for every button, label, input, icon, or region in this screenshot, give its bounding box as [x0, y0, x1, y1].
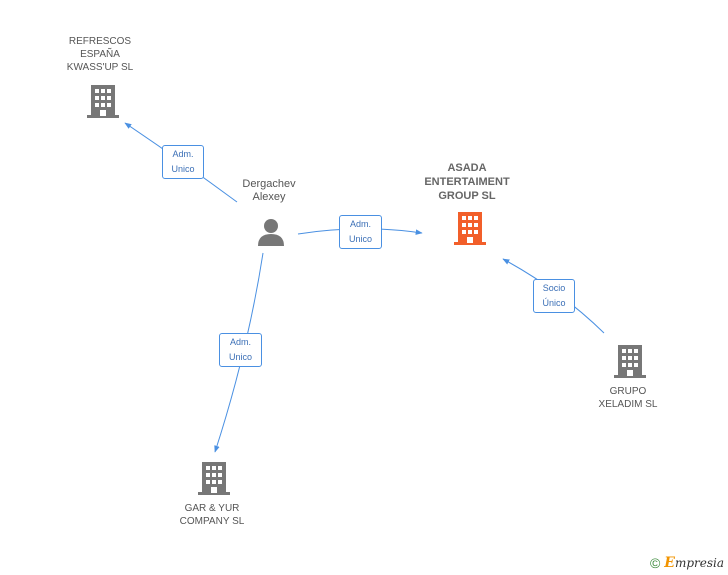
edge-label-socio-unico[interactable]: Socio Único	[533, 279, 575, 313]
edge-label-adm-unico[interactable]: Adm. Unico	[219, 333, 262, 367]
brand-logo[interactable]: Empresia	[664, 555, 724, 571]
building-icon[interactable]	[87, 83, 119, 119]
edge-label-adm-unico[interactable]: Adm. Unico	[162, 145, 204, 179]
node-asada-label: ASADA ENTERTAIMENT GROUP SL	[424, 162, 510, 202]
node-grupo-label: GRUPO XELADIM SL	[598, 386, 658, 410]
copyright-icon: ©	[649, 555, 661, 571]
person-icon[interactable]	[256, 217, 286, 247]
footer-brand: © Empresia	[650, 555, 724, 571]
building-icon[interactable]	[198, 460, 230, 496]
edge-label-adm-unico[interactable]: Adm. Unico	[339, 215, 382, 249]
node-gar-label: GAR & YUR COMPANY SL	[179, 503, 245, 527]
node-refrescos-label: REFRESCOS ESPAÑA KWASS'UP SL	[66, 36, 134, 73]
node-dergachev-label: Dergachev Alexey	[242, 178, 296, 203]
building-icon[interactable]	[614, 343, 646, 379]
building-icon[interactable]	[454, 210, 486, 246]
